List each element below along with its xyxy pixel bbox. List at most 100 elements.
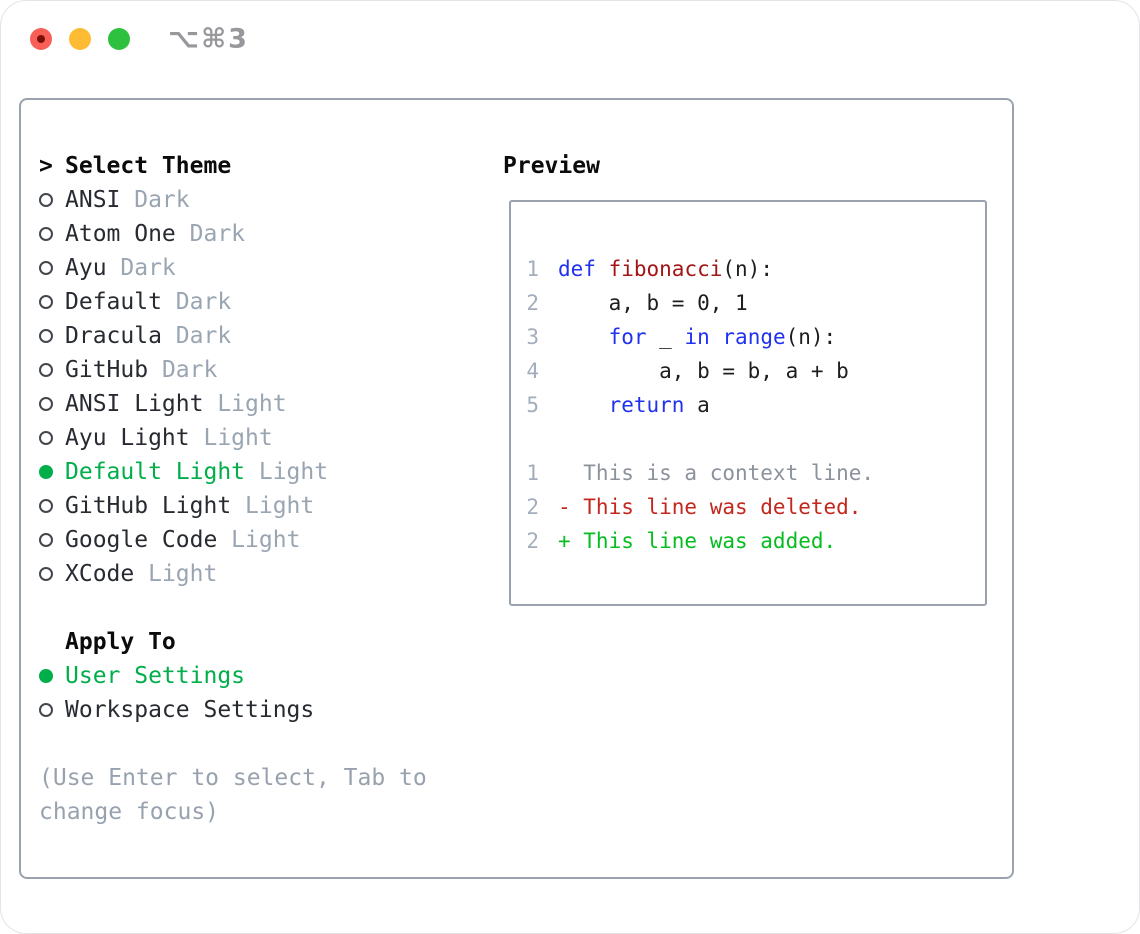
- radio-icon: [39, 363, 53, 377]
- option-variant-label: Light: [203, 391, 287, 417]
- option-variant-label: Light: [231, 493, 315, 519]
- apply-to-title: Apply To: [65, 629, 176, 655]
- option-label: Default Light: [65, 459, 246, 485]
- code-line-text: a, b = b, a + b: [558, 359, 849, 383]
- code-segment-kw: for: [608, 325, 647, 349]
- option-label: Atom One: [65, 221, 176, 247]
- code-line: [526, 422, 985, 456]
- radio-icon: [39, 703, 53, 717]
- radio-selected-icon: [39, 465, 53, 479]
- code-line-text: - This line was deleted.: [558, 495, 861, 519]
- theme-option-xcode-light[interactable]: XCode Light: [39, 557, 328, 591]
- theme-list-title: Select Theme: [65, 153, 232, 179]
- line-number: 2: [526, 291, 539, 315]
- option-variant-label: Dark: [120, 187, 190, 213]
- radio-icon: [39, 533, 53, 547]
- code-line: 1 This is a context line.: [526, 456, 985, 490]
- preview-title: Preview: [503, 153, 600, 179]
- theme-option-atom-one-dark[interactable]: Atom One Dark: [39, 217, 328, 251]
- theme-option-ansi-dark[interactable]: ANSI Dark: [39, 183, 328, 217]
- code-segment-pl: [558, 393, 609, 417]
- option-variant-label: Dark: [175, 221, 246, 247]
- option-label: ANSI: [65, 187, 121, 213]
- close-button-inner-dot-icon: [37, 35, 45, 43]
- radio-selected-icon: [39, 669, 53, 683]
- line-number: 5: [526, 393, 539, 417]
- code-segment-pl: [596, 257, 609, 281]
- code-line: 1 def fibonacci(n):: [526, 252, 985, 286]
- option-label: XCode: [65, 561, 135, 587]
- code-line: 2- This line was deleted.: [526, 490, 985, 524]
- apply-option-workspace-settings[interactable]: Workspace Settings: [39, 693, 314, 727]
- close-button[interactable]: [30, 28, 52, 50]
- apply-option-user-settings[interactable]: User Settings: [39, 659, 314, 693]
- radio-icon: [39, 567, 53, 581]
- option-variant-label: Dark: [106, 255, 176, 281]
- code-line-text: + This line was added.: [558, 529, 836, 553]
- option-label: Ayu: [65, 255, 107, 281]
- option-label: GitHub Light: [65, 493, 232, 519]
- code-segment-pl: [710, 325, 723, 349]
- radio-icon: [39, 431, 53, 445]
- code-segment-pl: (n):: [785, 325, 837, 349]
- code-line: 3 for _ in range(n):: [526, 320, 985, 354]
- option-variant-label: Light: [189, 425, 273, 451]
- theme-option-github-dark[interactable]: GitHub Dark: [39, 353, 328, 387]
- radio-icon: [39, 329, 53, 343]
- code-segment-pl: [558, 325, 609, 349]
- option-label: Dracula: [65, 323, 162, 349]
- code-segment-pl: a, b = b, a + b: [558, 359, 849, 383]
- line-number: 3: [526, 325, 539, 349]
- window-shortcut-label: ⌥⌘3: [168, 23, 249, 55]
- option-label: Ayu Light: [65, 425, 190, 451]
- code-line: 5 return a: [526, 388, 985, 422]
- theme-option-google-code-light[interactable]: Google Code Light: [39, 523, 328, 557]
- option-label: Google Code: [65, 527, 218, 553]
- code-line: 4 a, b = b, a + b: [526, 354, 985, 388]
- option-variant-label: Dark: [148, 357, 218, 383]
- code-segment-del: - This line was deleted.: [558, 495, 862, 519]
- help-text: (Use Enter to select, Tab to change focu…: [39, 765, 427, 825]
- line-number: 1: [526, 257, 539, 281]
- code-line-text: for _ in range(n):: [558, 325, 837, 349]
- code-line-text: def fibonacci(n):: [558, 257, 773, 281]
- preview-header: Preview: [503, 149, 600, 183]
- theme-option-github-light-light[interactable]: GitHub Light Light: [39, 489, 328, 523]
- option-label: GitHub: [65, 357, 149, 383]
- radio-icon: [39, 193, 53, 207]
- code-segment-pl: a: [684, 393, 710, 417]
- radio-icon: [39, 397, 53, 411]
- theme-option-ayu-light-light[interactable]: Ayu Light Light: [39, 421, 328, 455]
- apply-to-header: Apply To: [39, 625, 314, 659]
- theme-option-ansi-light-light[interactable]: ANSI Light Light: [39, 387, 328, 421]
- minimize-button[interactable]: [69, 28, 91, 50]
- code-segment-pl: (n):: [722, 257, 773, 281]
- option-label: User Settings: [65, 663, 246, 689]
- line-number: 2: [526, 529, 539, 553]
- theme-option-dracula-dark[interactable]: Dracula Dark: [39, 319, 328, 353]
- option-variant-label: Dark: [161, 323, 232, 349]
- theme-option-ayu-dark[interactable]: Ayu Dark: [39, 251, 328, 285]
- option-label: Workspace Settings: [65, 697, 315, 723]
- code-segment-kw: def: [558, 257, 596, 281]
- traffic-lights: [30, 28, 147, 50]
- theme-option-default-dark[interactable]: Default Dark: [39, 285, 328, 319]
- code-segment-ctx: This is a context line.: [558, 461, 875, 485]
- line-number: 1: [526, 461, 539, 485]
- code-line: 2 + This line was added.: [526, 524, 985, 558]
- code-line-text: return a: [558, 393, 710, 417]
- code-segment-pl: a, b = 0, 1: [558, 291, 748, 315]
- theme-option-default-light-light[interactable]: Default Light Light: [39, 455, 328, 489]
- radio-icon: [39, 261, 53, 275]
- line-number: 4: [526, 359, 539, 383]
- option-variant-label: Light: [245, 459, 329, 485]
- selection-chevron-icon: >: [39, 153, 53, 179]
- code-segment-kw: in: [684, 325, 710, 349]
- zoom-button[interactable]: [108, 28, 130, 50]
- code-line: 2 a, b = 0, 1: [526, 286, 985, 320]
- option-variant-label: Dark: [161, 289, 232, 315]
